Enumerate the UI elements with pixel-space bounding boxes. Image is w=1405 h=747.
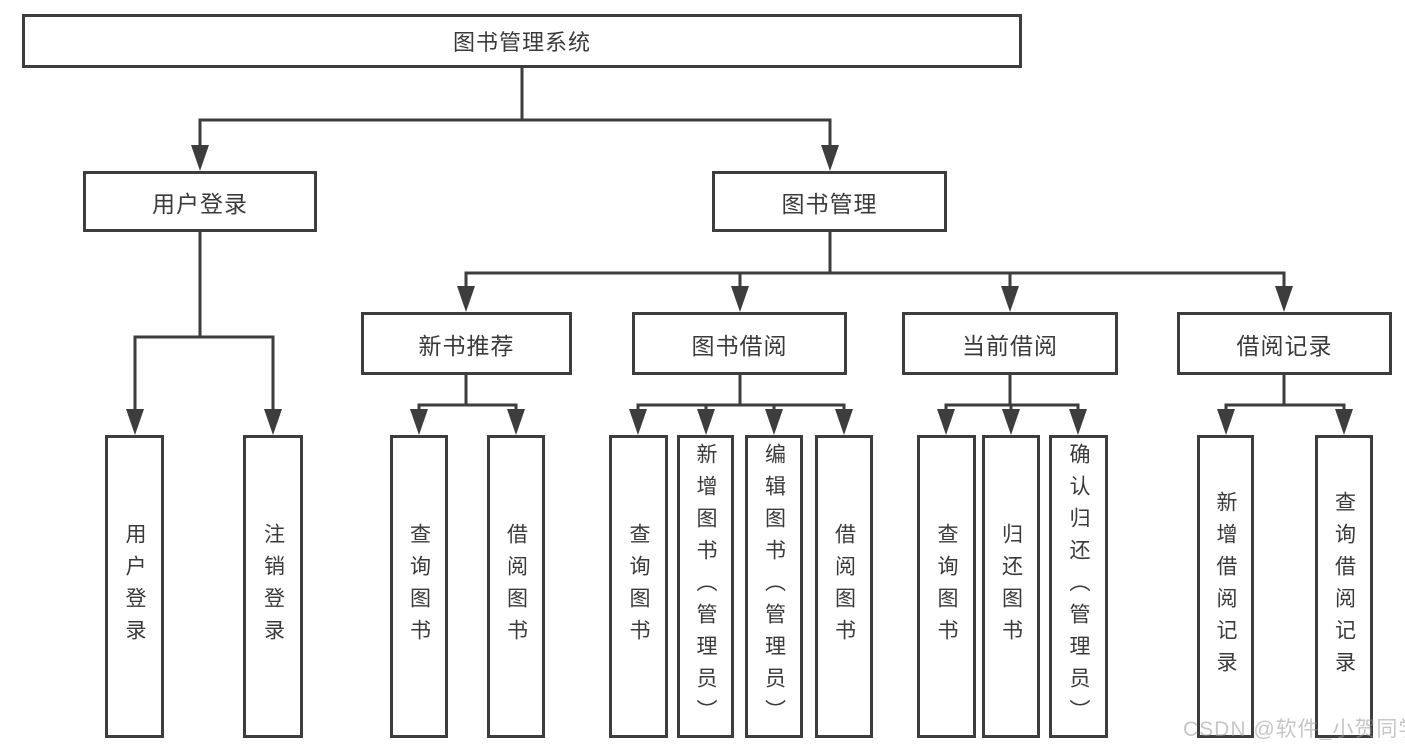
edge-records-to-leaves: [1224, 375, 1346, 414]
node-system-root: 图书管理系统: [22, 14, 1022, 68]
arrow-down-icon: [126, 409, 144, 435]
arrow-down-icon: [629, 409, 647, 435]
leaf-records-add-record: 新增借阅记录: [1197, 435, 1254, 738]
arrow-down-icon: [1001, 286, 1019, 312]
edge-current-to-leaves: [944, 375, 1080, 414]
node-book-management: 图书管理: [712, 171, 947, 232]
arrowheads: [126, 145, 1353, 435]
leaf-current-confirm-return-admin: 确认归还（管理员）: [1049, 435, 1108, 738]
leaf-borrow-borrow-book: 借阅图书: [815, 435, 873, 738]
edge-borrow-to-leaves: [636, 375, 846, 414]
arrow-down-icon: [1069, 409, 1087, 435]
arrow-down-icon: [731, 286, 749, 312]
leaf-current-query-book: 查询图书: [917, 435, 976, 738]
leaf-records-query-record: 查询借阅记录: [1315, 435, 1373, 738]
arrow-down-icon: [1217, 409, 1235, 435]
edge-recommend-to-leaves: [417, 375, 518, 414]
leaf-current-return-book: 归还图书: [982, 435, 1040, 738]
arrow-down-icon: [457, 286, 475, 312]
arrow-down-icon: [821, 145, 839, 171]
arrow-down-icon: [1335, 409, 1353, 435]
leaf-borrow-add-book-admin: 新增图书（管理员）: [677, 435, 734, 738]
arrow-down-icon: [507, 409, 525, 435]
edge-root-to-level2: [198, 68, 832, 150]
leaf-recommend-query-book: 查询图书: [390, 435, 448, 738]
node-book-borrow: 图书借阅: [632, 312, 847, 375]
arrow-down-icon: [937, 409, 955, 435]
leaf-borrow-query-book: 查询图书: [609, 435, 668, 738]
arrow-down-icon: [410, 409, 428, 435]
watermark: CSDN @软件_小贺同学: [1183, 718, 1405, 741]
leaf-user-login: 用户登录: [105, 435, 164, 738]
node-current-borrow: 当前借阅: [902, 312, 1118, 375]
arrow-down-icon: [264, 409, 282, 435]
leaf-recommend-borrow-book: 借阅图书: [487, 435, 545, 738]
arrow-down-icon: [835, 409, 853, 435]
edge-mgmt-to-level3: [464, 232, 1286, 291]
arrow-down-icon: [765, 409, 783, 435]
edge-login-to-leaves: [133, 232, 275, 414]
arrow-down-icon: [191, 145, 209, 171]
node-borrow-records: 借阅记录: [1177, 312, 1392, 375]
arrow-down-icon: [697, 409, 715, 435]
leaf-borrow-edit-book-admin: 编辑图书（管理员）: [745, 435, 803, 738]
leaf-logout: 注销登录: [243, 435, 303, 738]
arrow-down-icon: [1002, 409, 1020, 435]
node-new-book-recommend: 新书推荐: [361, 312, 572, 375]
node-user-login: 用户登录: [83, 171, 317, 232]
arrow-down-icon: [1275, 286, 1293, 312]
